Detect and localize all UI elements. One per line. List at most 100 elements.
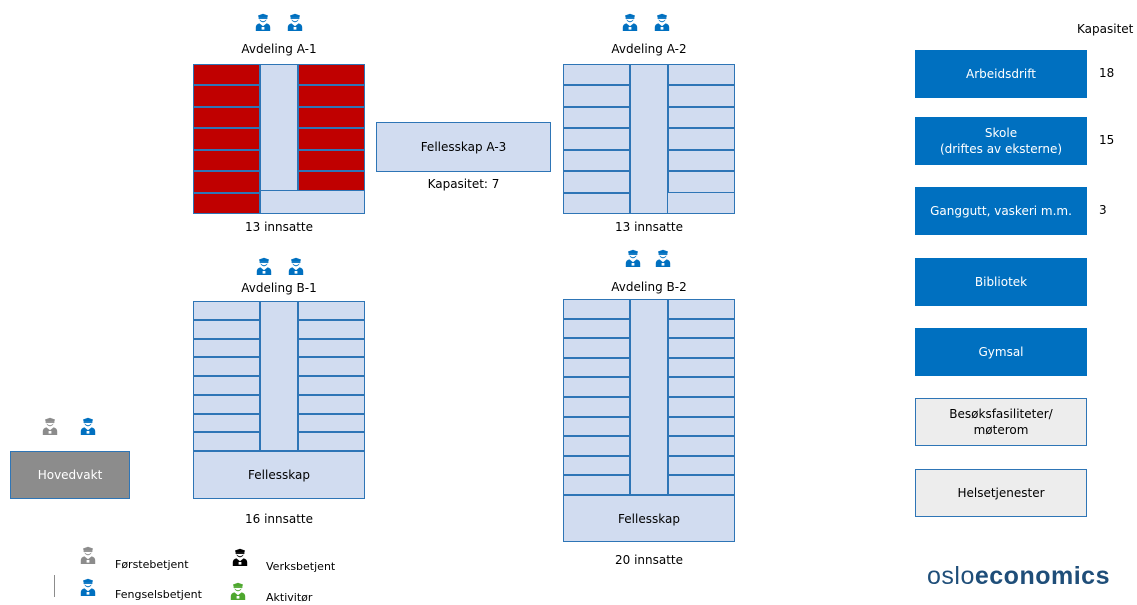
brand-light: oslo — [927, 562, 975, 590]
a1-cell — [193, 149, 260, 172]
unit-b1-common-room: Fellesskap — [193, 451, 365, 499]
b2-cell — [668, 377, 735, 397]
activity-capacity-1: 15 — [1099, 133, 1115, 147]
b1-cell — [193, 394, 260, 414]
unit-b1-count: 16 innsatte — [244, 512, 314, 526]
b2-cell — [668, 299, 735, 319]
unit-b2-count: 20 innsatte — [614, 553, 684, 567]
main-guard-room: Hovedvakt — [10, 451, 130, 499]
unit-a1-count: 13 innsatte — [244, 220, 314, 234]
activity-capacity-2: 3 — [1099, 203, 1107, 217]
a2-cell — [563, 171, 630, 193]
b1-cell — [193, 301, 260, 320]
legend-fengselsbetjent-label: Fengselsbetjent — [115, 588, 202, 601]
activity-3: Bibliotek — [915, 258, 1087, 306]
officer-icon — [655, 249, 671, 267]
unit-b1-plan: Fellesskap — [193, 301, 365, 499]
unit-b1-corridor — [260, 301, 298, 451]
b1-cell — [298, 432, 365, 451]
unit-a2-corridor — [630, 64, 668, 214]
legend-verksbetjent-icon — [232, 548, 248, 566]
a1-cell — [193, 64, 260, 86]
legend-divider — [54, 575, 55, 597]
b1-cell — [298, 301, 365, 320]
a1-cell — [298, 128, 365, 150]
a2-cell — [668, 171, 735, 193]
b2-cell — [563, 475, 630, 495]
b2-cell — [563, 299, 630, 319]
officer-icon — [256, 257, 272, 275]
b2-cell — [563, 357, 630, 378]
b2-cell — [668, 475, 735, 495]
a2-cell — [668, 149, 735, 172]
a2-cell — [563, 149, 630, 172]
b2-cell — [668, 436, 735, 456]
a2-cell — [668, 128, 735, 150]
legend-aktivitor-icon — [230, 582, 246, 600]
a1-cell — [193, 128, 260, 150]
a1-cell — [193, 192, 260, 214]
b2-cell — [668, 397, 735, 417]
a2-cell — [563, 192, 630, 214]
b1-cell — [193, 432, 260, 451]
legend-fengselsbetjent-icon — [80, 578, 96, 596]
a1-cell — [298, 149, 365, 172]
b1-cell — [193, 413, 260, 433]
a2-cell — [563, 128, 630, 150]
a1-cell — [193, 85, 260, 107]
a2-cell — [563, 106, 630, 129]
b2-cell — [563, 338, 630, 358]
unit-b2-plan: Fellesskap — [563, 299, 735, 542]
unit-a2-count: 13 innsatte — [614, 220, 684, 234]
officer-icon — [622, 13, 638, 31]
shared-room-a3-capacity: Kapasitet: 7 — [427, 177, 500, 191]
b1-cell — [298, 319, 365, 339]
activity-4: Gymsal — [915, 328, 1087, 376]
b2-cell — [563, 318, 630, 339]
unit-a1-corridor — [260, 64, 298, 214]
activity-capacity-0: 18 — [1099, 66, 1115, 80]
b1-cell — [193, 357, 260, 376]
b1-cell — [298, 357, 365, 376]
a1-cell — [298, 106, 365, 129]
a1-cell — [298, 85, 365, 107]
activity-2: Ganggutt, vaskeri m.m. — [915, 187, 1087, 235]
a1-cell — [193, 171, 260, 193]
b1-cell — [298, 338, 365, 358]
b2-cell — [668, 338, 735, 358]
officer-icon — [288, 257, 304, 275]
b1-cell — [193, 338, 260, 358]
brand-logo: osloeconomics — [927, 562, 1110, 591]
a2-cell — [668, 64, 735, 86]
legend-verksbetjent-label: Verksbetjent — [266, 560, 336, 573]
b2-cell — [668, 318, 735, 339]
a1-cell — [298, 64, 365, 86]
b2-cell — [668, 416, 735, 437]
unit-b2-title: Avdeling B-2 — [611, 280, 687, 294]
b2-cell — [563, 455, 630, 476]
unit-b1-title: Avdeling B-1 — [241, 281, 317, 295]
b1-cell — [298, 376, 365, 395]
b2-cell — [668, 357, 735, 378]
activity-1: Skole (driftes av eksterne) — [915, 117, 1087, 165]
officer-icon — [654, 13, 670, 31]
legend-forstebetjent-icon — [80, 546, 96, 564]
officer-icon — [625, 249, 641, 267]
activity-6: Helsetjenester — [915, 469, 1087, 517]
activity-0: Arbeidsdrift — [915, 50, 1087, 98]
officer-icon — [287, 13, 303, 31]
unit-b2-corridor — [630, 299, 668, 495]
unit-a1-title: Avdeling A-1 — [241, 42, 317, 56]
unit-b2-common-room: Fellesskap — [563, 495, 735, 542]
a2-cell — [668, 85, 735, 107]
unit-a2-plan — [563, 64, 735, 214]
unit-a1-plan — [193, 64, 365, 214]
capacity-header: Kapasitet — [1077, 22, 1134, 36]
b1-cell — [298, 413, 365, 433]
officer-icon — [255, 13, 271, 31]
unit-a2-title: Avdeling A-2 — [611, 42, 687, 56]
activity-5: Besøksfasiliteter/ møterom — [915, 398, 1087, 446]
a2-cell — [563, 85, 630, 107]
unit-a1-corridor-foot — [260, 190, 365, 214]
b2-cell — [563, 416, 630, 437]
